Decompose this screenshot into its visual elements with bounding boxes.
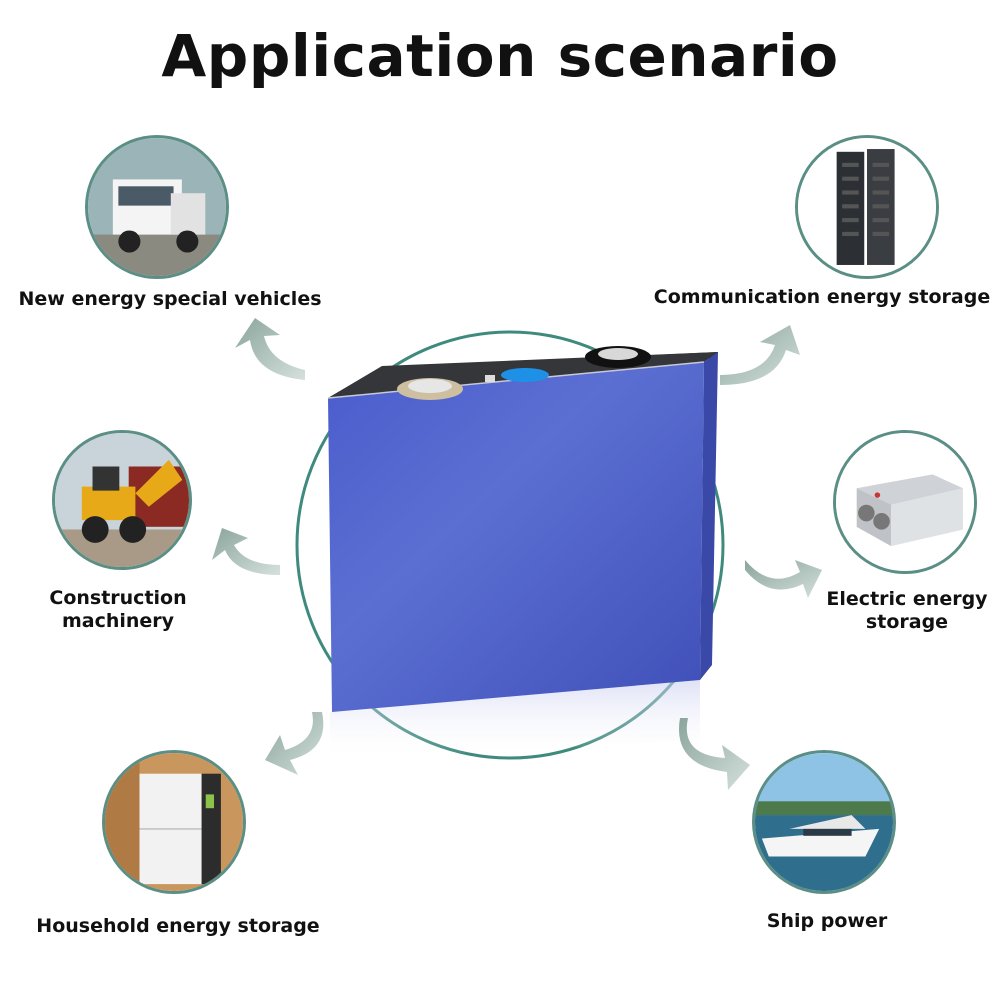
power-unit-icon: [836, 433, 974, 571]
label-household-storage: Household energy storage: [36, 915, 320, 937]
label-line: Construction: [49, 587, 187, 609]
loader-icon: [55, 433, 189, 567]
label-line: storage: [865, 611, 949, 633]
page-title: Application scenario: [161, 22, 839, 90]
thumb-ship: [752, 750, 896, 894]
truck-icon: [88, 138, 226, 276]
thumb-household: [102, 750, 246, 894]
label-electric-storage: Electric energy storage: [826, 588, 987, 634]
label-communication-storage: Communication energy storage: [653, 286, 991, 308]
vent-icon: [501, 368, 549, 382]
battery-side: [700, 352, 718, 680]
arrow-to-vehicles-icon: [235, 318, 305, 380]
label-new-energy-vehicles: New energy special vehicles: [18, 288, 322, 310]
battery-front: [328, 362, 704, 712]
battery-reflection: [330, 680, 700, 760]
central-ring: [295, 330, 725, 760]
label-line: machinery: [61, 610, 175, 632]
thumb-construction: [52, 430, 192, 570]
arrow-to-ship-icon: [678, 718, 750, 790]
arrow-to-construction-icon: [212, 528, 280, 575]
arrow-to-electric-icon: [745, 560, 822, 598]
thumb-vehicles: [85, 135, 229, 279]
arrow-to-communication-icon: [720, 325, 800, 385]
arrow-to-household-icon: [265, 712, 324, 775]
battery-rack-icon: [798, 138, 936, 276]
label-line: Electric energy: [826, 588, 988, 610]
home-battery-icon: [105, 753, 243, 891]
label-ship-power: Ship power: [766, 910, 888, 932]
yacht-icon: [755, 753, 893, 891]
thumb-electric: [833, 430, 977, 574]
thumb-communication: [795, 135, 939, 279]
label-construction-machinery: Construction machinery: [49, 587, 186, 633]
